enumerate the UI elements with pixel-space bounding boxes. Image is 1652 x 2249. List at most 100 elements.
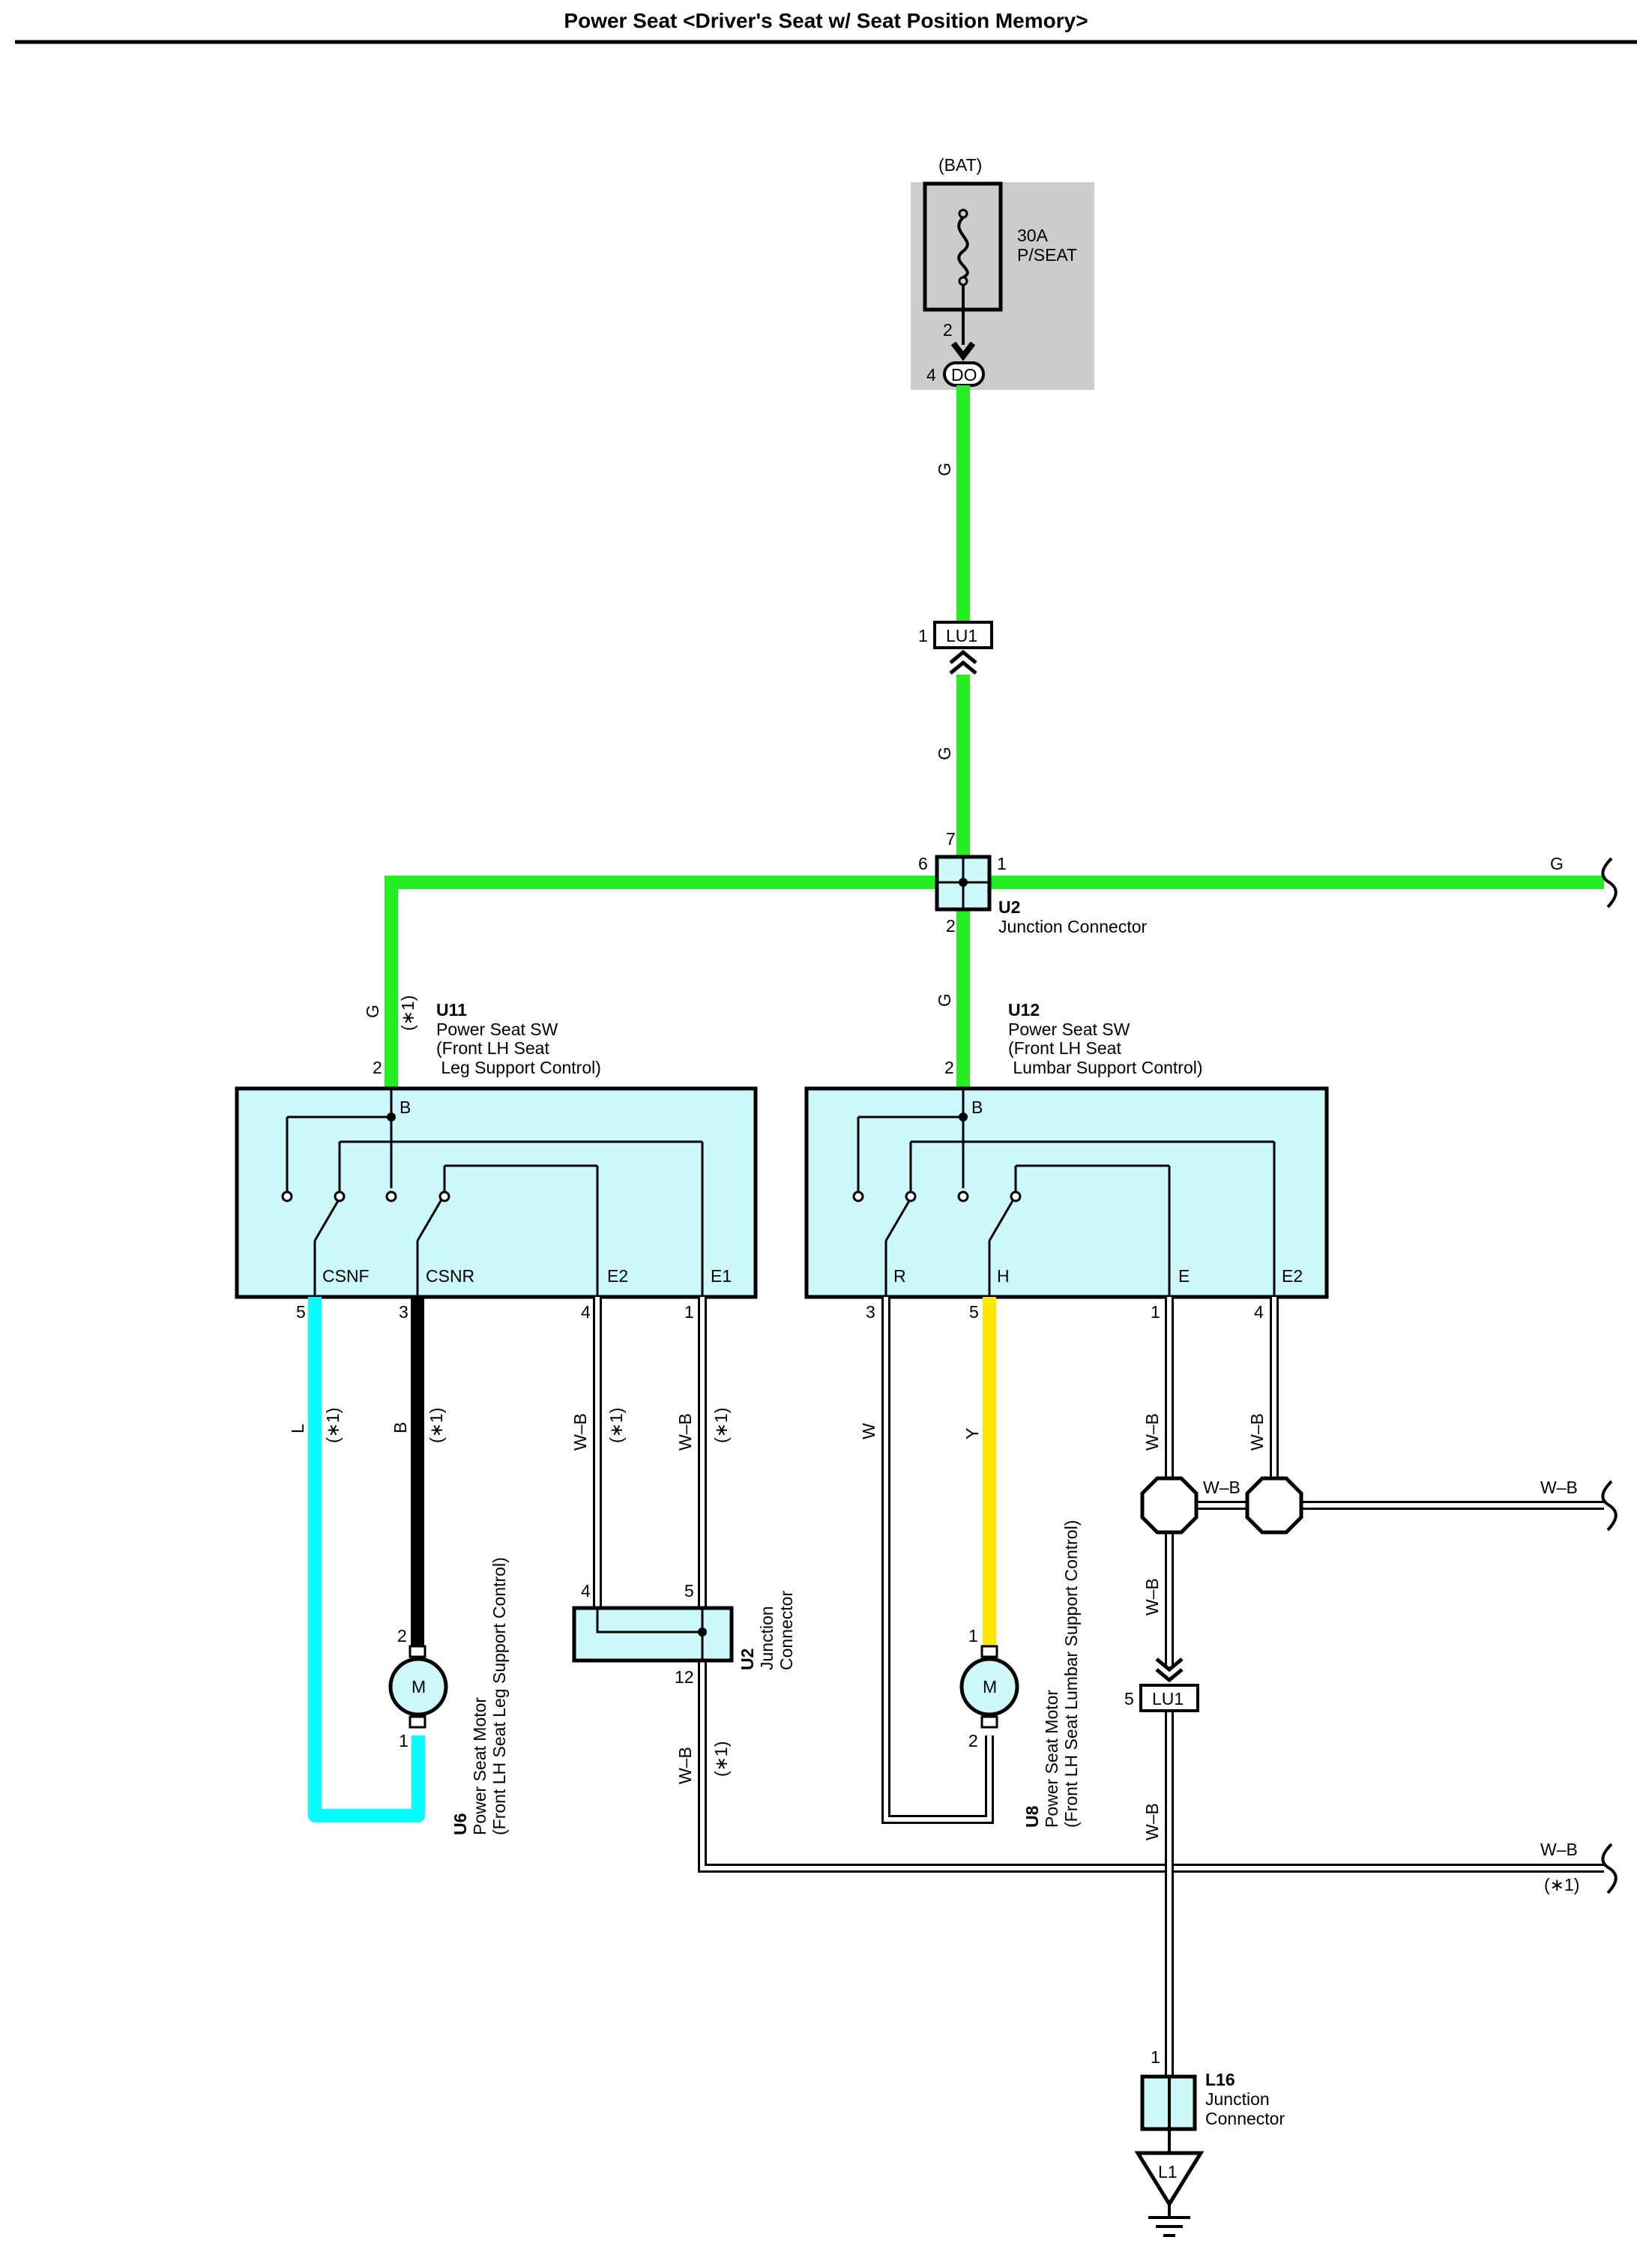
u2-junction-top: 6 7 1 2 U2 Junction Connector	[918, 829, 1148, 936]
u2-top-pin-1: 1	[997, 854, 1007, 873]
l16-id: L16	[1205, 2070, 1235, 2089]
wire-label-g-right: G	[1550, 854, 1564, 873]
wire-note-wb-u11-e1: (∗1)	[711, 1408, 731, 1443]
u12-power-seat-switch: U12 Power Seat SW (Front LH Seat Lumbar …	[804, 1000, 1329, 1322]
lu1-bottom-arrow-icon	[1155, 1658, 1184, 1683]
wire-label-g-1: G	[935, 463, 954, 476]
u11-term-e2: E2	[607, 1266, 628, 1286]
wire-label-wb-u11-e1: W–B	[675, 1413, 695, 1451]
u8-id: U8	[1022, 1805, 1042, 1828]
u8-line1: Power Seat Motor	[1042, 1690, 1061, 1828]
l16-line2: Connector	[1205, 2109, 1285, 2128]
wire-label-wb-to-lu1: W–B	[1142, 1578, 1162, 1616]
wire-label-g-3: G	[935, 993, 954, 1007]
green-wires	[385, 385, 1604, 1087]
wire-note-wb-u2-12: (∗1)	[711, 1741, 731, 1777]
wire-label-wb-u11-e2: W–B	[570, 1413, 590, 1451]
u2-top-pin-2: 2	[946, 916, 956, 936]
fuse-pin-2: 2	[943, 320, 953, 340]
continuation-squiggle-icon	[1601, 857, 1618, 909]
l16-pin: 1	[1151, 2047, 1160, 2067]
u2-bottom-pin-5: 5	[684, 1581, 694, 1601]
u2-bottom-line1: Junction	[757, 1606, 777, 1670]
lu1-top-pin: 1	[918, 626, 928, 645]
wire-label-wb-splice: W–B	[1203, 1478, 1240, 1497]
l16-junction-connector: 1 L16 Junction Connector	[1140, 2047, 1285, 2159]
u12-term-h: H	[997, 1266, 1010, 1286]
u12-pin-b: 2	[944, 1058, 954, 1077]
lu1-top-connector: LU1 1	[918, 621, 993, 675]
u11-term-e1: E1	[711, 1266, 732, 1286]
wire-label-l: L	[288, 1424, 307, 1433]
splice-point-2	[1245, 1476, 1303, 1535]
page-title: Power Seat <Driver's Seat w/ Seat Positi…	[564, 9, 1088, 32]
fuse-rating: 30A	[1017, 226, 1049, 245]
wire-note-wb-right-2: (∗1)	[1544, 1875, 1579, 1894]
u12-pin-h: 5	[969, 1302, 979, 1322]
wire-label-wb-right-1: W–B	[1540, 1478, 1578, 1497]
wire-label-w: W	[859, 1423, 878, 1439]
u12-id: U12	[1008, 1000, 1040, 1020]
u8-pin-bottom: 2	[968, 1731, 978, 1750]
u6-pin-top: 2	[397, 1626, 407, 1646]
u2-top-id: U2	[998, 897, 1020, 917]
u12-term-b: B	[971, 1098, 983, 1117]
do-connector-pin: 4	[926, 365, 936, 385]
u12-line1: Power Seat SW	[1008, 1020, 1130, 1039]
wire-label-b: B	[391, 1422, 410, 1433]
u12-term-e2: E2	[1282, 1266, 1303, 1286]
u2-top-pin-7: 7	[946, 829, 956, 849]
wire-note-b: (∗1)	[426, 1408, 446, 1443]
u6-power-seat-motor: 2 M 1 U6 Power Seat Motor (Front LH Seat…	[388, 1557, 509, 1835]
lu1-bottom-connector: LU1 5	[1124, 1658, 1199, 1712]
u11-pin-csnr: 3	[399, 1302, 409, 1322]
lu1-bottom-pin: 5	[1124, 1689, 1134, 1708]
u12-term-e: E	[1178, 1266, 1190, 1286]
u11-term-csnf: CSNF	[322, 1266, 370, 1286]
u12-line3: Lumbar Support Control)	[1008, 1058, 1203, 1077]
wire-label-wb-u12-e2: W–B	[1247, 1413, 1267, 1451]
u2-top-desc: Junction Connector	[998, 917, 1148, 936]
fuse-arrow-icon	[950, 341, 976, 361]
u6-line1: Power Seat Motor	[470, 1697, 489, 1835]
ground-label: L1	[1158, 2162, 1178, 2182]
u2-top-pin-6: 6	[918, 854, 928, 873]
u11-pin-e2: 4	[581, 1302, 591, 1322]
u11-id: U11	[436, 1000, 467, 1020]
u12-line2: (Front LH Seat	[1008, 1038, 1121, 1058]
lu1-top-arrow-icon	[949, 649, 977, 675]
fuse-source-label: (BAT)	[938, 155, 982, 175]
u2-bottom-id: U2	[738, 1649, 757, 1670]
u11-output-wires: L (∗1) B (∗1) W–B (∗1) W–B (∗1) W–B (∗1)	[288, 1297, 1604, 1873]
u8-pin-top: 1	[968, 1626, 978, 1646]
do-connector-label: DO	[951, 365, 977, 385]
u2-bottom-pin-4: 4	[581, 1581, 591, 1601]
u2-bottom-pin-12: 12	[675, 1667, 694, 1687]
wire-label-wb-u2-12: W–B	[675, 1747, 695, 1784]
u11-line3: Leg Support Control)	[436, 1058, 601, 1077]
u6-pin-bottom: 1	[399, 1731, 409, 1750]
splice-point-1	[1140, 1476, 1199, 1535]
u6-motor-symbol: M	[412, 1677, 426, 1696]
u11-power-seat-switch: U11 Power Seat SW (Front LH Seat Leg Sup…	[235, 1000, 758, 1322]
u8-motor-symbol: M	[983, 1677, 997, 1696]
u12-term-r: R	[893, 1266, 906, 1286]
ground-point-icon	[1134, 2151, 1205, 2208]
wire-note-wb-u11-e2: (∗1)	[606, 1408, 626, 1443]
wire-note-u11-g: (∗1)	[398, 996, 417, 1031]
wire-note-l: (∗1)	[323, 1408, 343, 1443]
u6-id: U6	[450, 1813, 470, 1835]
wire-label-g-2: G	[935, 747, 954, 760]
continuation-squiggle-icon-2	[1601, 1480, 1618, 1532]
u11-pin-e1: 1	[684, 1302, 694, 1322]
u12-pin-e2: 4	[1254, 1302, 1264, 1322]
u12-pin-r: 3	[866, 1302, 875, 1322]
wire-label-y: Y	[962, 1428, 982, 1439]
u11-line2: (Front LH Seat	[436, 1038, 549, 1058]
u2-bottom-line2: Connector	[777, 1591, 796, 1670]
lu1-top-label: LU1	[946, 626, 977, 645]
wire-label-wb-to-l16: W–B	[1142, 1803, 1162, 1840]
u8-power-seat-motor: 1 M 2 U8 Power Seat Motor (Front LH Seat…	[959, 1520, 1081, 1828]
u11-pin-b: 2	[373, 1058, 382, 1077]
